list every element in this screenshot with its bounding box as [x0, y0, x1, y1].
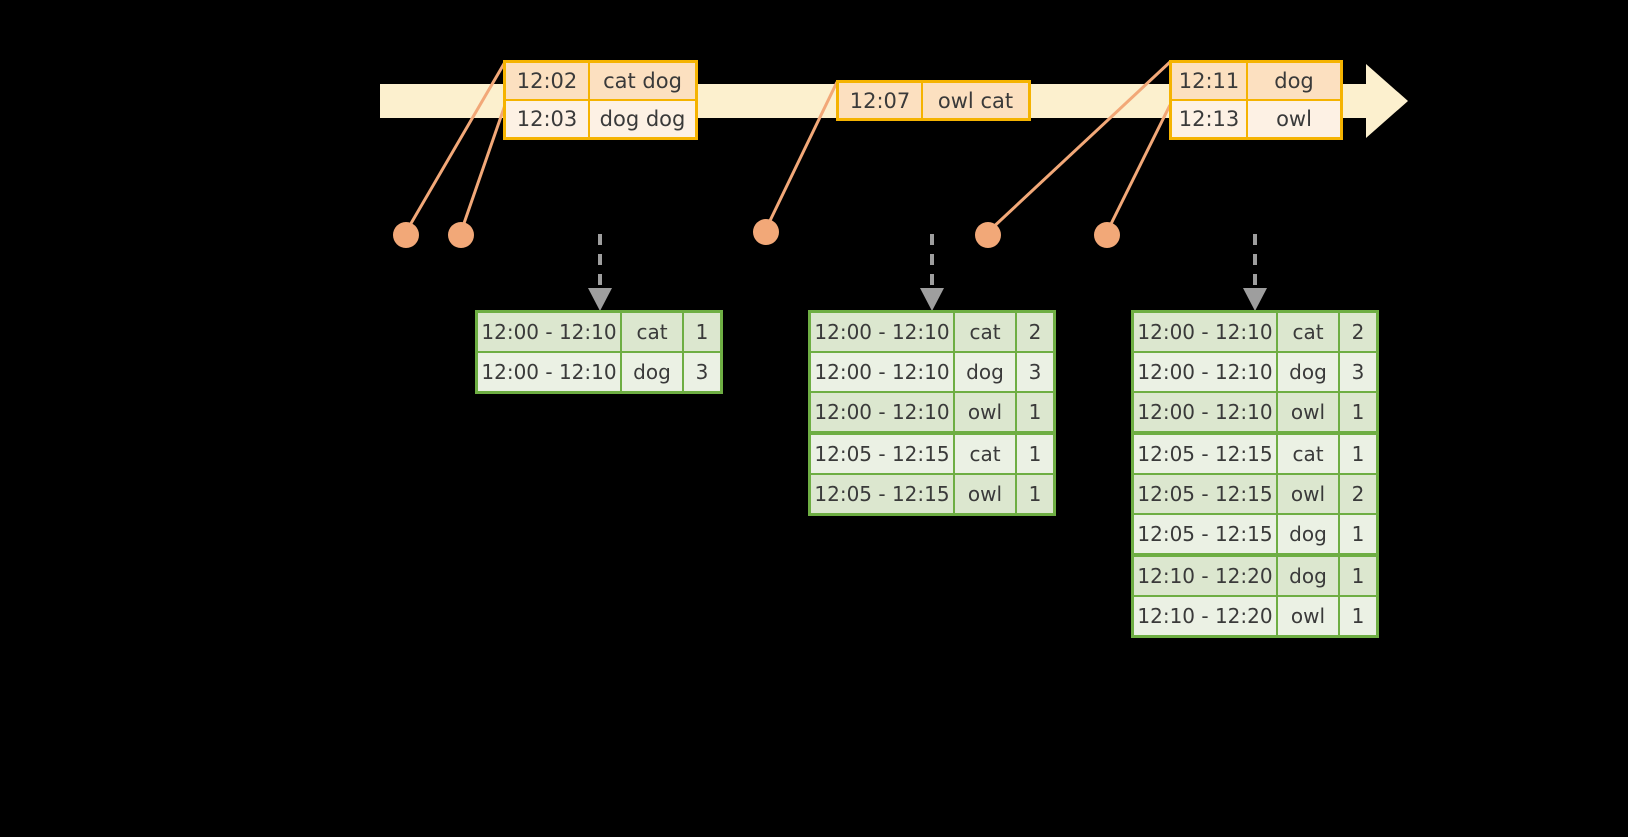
key-cell: owl [1278, 393, 1340, 431]
event-group-3[interactable]: 12:11 dog 12:13 owl [1169, 60, 1343, 140]
count-cell: 1 [1028, 400, 1042, 424]
key-cell: owl [1278, 597, 1340, 635]
connector-line-1 [404, 61, 507, 233]
table-row[interactable]: 12:00 - 12:10 cat 2 [1134, 313, 1376, 353]
event-value: owl cat [937, 88, 1014, 113]
key-cell: cat [622, 313, 684, 351]
window-cell: 12:00 - 12:10 [478, 313, 622, 351]
window-cell: 12:05 - 12:15 [811, 475, 955, 513]
event-value: owl [1276, 107, 1312, 131]
key-cell: dog [1278, 353, 1340, 391]
window-cell: 12:05 - 12:15 [1134, 515, 1278, 553]
result-table-2[interactable]: 12:00 - 12:10 cat 2 12:00 - 12:10 dog 3 … [808, 310, 1056, 516]
event-dots [393, 219, 1120, 248]
key-cell: owl [955, 393, 1017, 431]
count-cell: 1 [1351, 522, 1365, 546]
connector-line-2 [459, 104, 507, 233]
window-cell: 12:05 - 12:15 [1134, 475, 1278, 513]
result-table-1[interactable]: 12:00 - 12:10 cat 1 12:00 - 12:10 dog 3 [475, 310, 723, 394]
event-value: cat dog [603, 69, 682, 93]
table-row[interactable]: 12:00 - 12:10 cat 2 [811, 313, 1053, 353]
window-cell: 12:05 - 12:15 [811, 435, 955, 473]
count-cell: 1 [695, 320, 709, 344]
window-cell: 12:00 - 12:10 [1134, 353, 1278, 391]
window-cell: 12:00 - 12:10 [811, 353, 955, 391]
event-dot-1 [393, 222, 419, 248]
window-cell: 12:05 - 12:15 [1134, 435, 1278, 473]
connector-line-3 [764, 81, 839, 230]
window-cell: 12:00 - 12:10 [478, 353, 622, 391]
key-cell: cat [1278, 313, 1340, 351]
emit-arrow-head-3 [1243, 288, 1267, 311]
connector-line-5 [1105, 104, 1172, 233]
timeline-arrow-head [1366, 64, 1408, 138]
window-cell: 12:00 - 12:10 [811, 313, 955, 351]
emit-arrow-head-2 [920, 288, 944, 311]
table-row[interactable]: 12:00 - 12:10 dog 3 [478, 353, 720, 391]
table-row[interactable]: 12:10 - 12:20 owl 1 [1134, 597, 1376, 635]
event-dot-2 [448, 222, 474, 248]
count-cell: 3 [1028, 360, 1042, 384]
count-cell: 3 [695, 360, 709, 384]
key-cell: dog [1278, 557, 1340, 595]
event-group-2[interactable]: 12:07 owl cat [836, 80, 1031, 121]
key-cell: dog [622, 353, 684, 391]
window-cell: 12:10 - 12:20 [1134, 557, 1278, 595]
count-cell: 1 [1028, 442, 1042, 466]
count-cell: 3 [1351, 360, 1365, 384]
count-cell: 1 [1351, 400, 1365, 424]
key-cell: dog [955, 353, 1017, 391]
event-time: 12:07 [839, 83, 923, 118]
event-value: dog [1274, 69, 1314, 93]
count-cell: 1 [1351, 604, 1365, 628]
key-cell: cat [1278, 435, 1340, 473]
event-value: dog dog [599, 107, 686, 131]
table-row[interactable]: 12:00 - 12:10 owl 1 [1134, 393, 1376, 435]
event-row[interactable]: 12:13 owl [1172, 99, 1340, 137]
event-row[interactable]: 12:03 dog dog [506, 99, 695, 137]
event-dot-4 [975, 222, 1001, 248]
emit-arrow-head-1 [588, 288, 612, 311]
event-dot-3 [753, 219, 779, 245]
event-row[interactable]: 12:11 dog [1172, 63, 1340, 99]
key-cell: owl [955, 475, 1017, 513]
emit-arrows [598, 234, 1257, 288]
table-row[interactable]: 12:00 - 12:10 owl 1 [811, 393, 1053, 435]
event-time: 12:03 [506, 101, 590, 137]
table-row[interactable]: 12:00 - 12:10 dog 3 [1134, 353, 1376, 393]
table-row[interactable]: 12:10 - 12:20 dog 1 [1134, 557, 1376, 597]
key-cell: cat [955, 435, 1017, 473]
key-cell: cat [955, 313, 1017, 351]
table-row[interactable]: 12:05 - 12:15 cat 1 [811, 435, 1053, 475]
key-cell: dog [1278, 515, 1340, 553]
event-row[interactable]: 12:02 cat dog [506, 63, 695, 99]
event-group-1[interactable]: 12:02 cat dog 12:03 dog dog [503, 60, 698, 140]
window-cell: 12:00 - 12:10 [1134, 313, 1278, 351]
window-cell: 12:00 - 12:10 [811, 393, 955, 431]
count-cell: 1 [1351, 564, 1365, 588]
count-cell: 1 [1028, 482, 1042, 506]
event-time: 12:13 [1172, 101, 1248, 137]
table-row[interactable]: 12:05 - 12:15 cat 1 [1134, 435, 1376, 475]
event-time: 12:11 [1172, 63, 1248, 99]
table-row[interactable]: 12:05 - 12:15 owl 1 [811, 475, 1053, 513]
count-cell: 2 [1028, 320, 1042, 344]
count-cell: 2 [1351, 320, 1365, 344]
result-table-3[interactable]: 12:00 - 12:10 cat 2 12:00 - 12:10 dog 3 … [1131, 310, 1379, 638]
event-dot-5 [1094, 222, 1120, 248]
table-row[interactable]: 12:00 - 12:10 dog 3 [811, 353, 1053, 393]
key-cell: owl [1278, 475, 1340, 513]
window-cell: 12:10 - 12:20 [1134, 597, 1278, 635]
window-cell: 12:00 - 12:10 [1134, 393, 1278, 431]
table-row[interactable]: 12:05 - 12:15 owl 2 [1134, 475, 1376, 515]
count-cell: 2 [1351, 482, 1365, 506]
event-row[interactable]: 12:07 owl cat [839, 83, 1028, 118]
event-time: 12:02 [506, 63, 590, 99]
table-row[interactable]: 12:00 - 12:10 cat 1 [478, 313, 720, 353]
table-row[interactable]: 12:05 - 12:15 dog 1 [1134, 515, 1376, 557]
count-cell: 1 [1351, 442, 1365, 466]
emit-arrow-heads [588, 288, 1267, 311]
